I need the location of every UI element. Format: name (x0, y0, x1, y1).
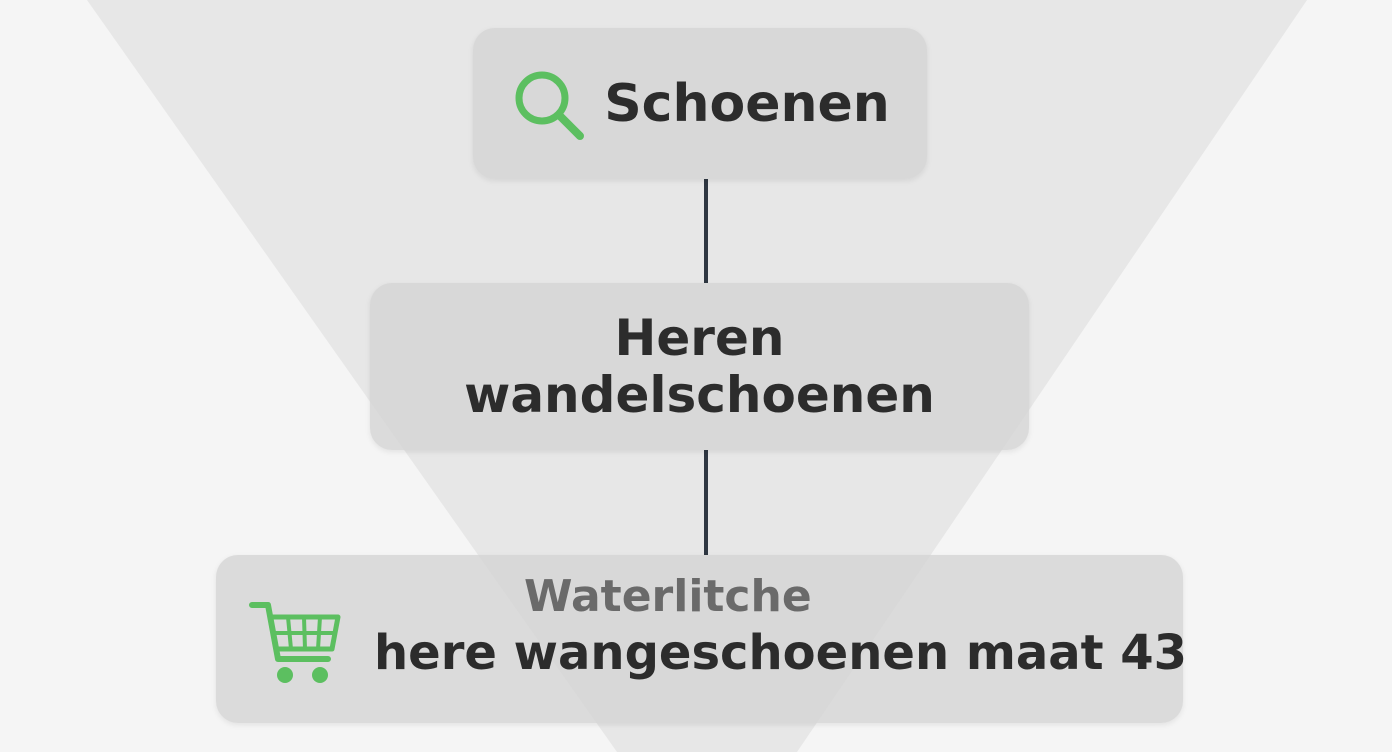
node-waterlitche: Waterlitche here wangeschoenen maat 43 (216, 555, 1187, 723)
node-waterlitche-line1: Waterlitche (524, 571, 812, 622)
node-waterlitche-line2: here wangeschoenen maat 43 (374, 625, 1188, 681)
node-heren-wandelschoenen: Heren wandelschoenen (370, 283, 1029, 450)
node-heren-line2: wandelschoenen (464, 365, 935, 424)
node-heren-line1: Heren (614, 308, 785, 367)
search-icon (515, 71, 585, 140)
node-schoenen: Schoenen (473, 28, 927, 179)
node-schoenen-label: Schoenen (604, 73, 890, 134)
shopping-cart-icon (249, 602, 341, 683)
